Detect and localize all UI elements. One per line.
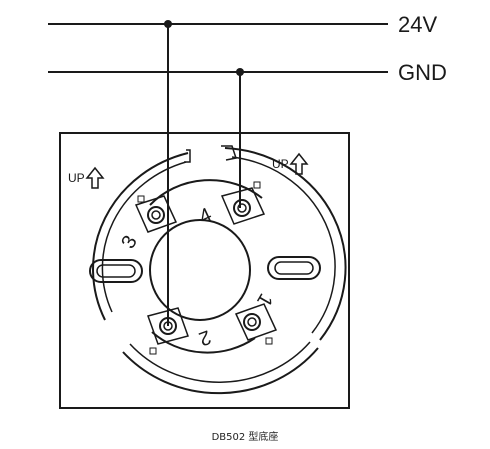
- center-hole: [149, 219, 251, 321]
- inner-ring-top: [149, 179, 263, 206]
- outer-ring-arc-bottom-inner: [129, 341, 311, 383]
- junction-dot-24v: [164, 20, 172, 28]
- up-label-left: UP: [68, 171, 85, 185]
- latch-tab-right: [221, 145, 237, 161]
- mount-slot-left: [89, 259, 143, 283]
- up-arrow-icon-left: [85, 166, 105, 189]
- up-label-right: UP: [272, 157, 289, 171]
- outer-ring-arc: [92, 152, 189, 321]
- terminal-4: [220, 181, 266, 225]
- outer-ring-arc-inner: [101, 161, 187, 313]
- label-24v: 24V: [398, 12, 437, 37]
- outer-ring-arc-right-inner: [231, 156, 336, 334]
- terminal-3: [134, 195, 178, 233]
- mount-slot-right: [267, 256, 321, 280]
- mount-slot-left-inner: [96, 264, 136, 278]
- outer-ring-arc-bottom: [122, 347, 319, 395]
- terminal-label-4: 4: [196, 204, 215, 229]
- terminal-1: [234, 303, 278, 345]
- outer-ring-arc-right: [224, 147, 347, 341]
- inner-ring-bottom: [151, 331, 256, 354]
- junction-dot-gnd: [236, 68, 244, 76]
- terminal-label-3: 3: [117, 232, 142, 253]
- label-gnd: GND: [398, 60, 447, 85]
- base-plate: [59, 132, 350, 409]
- up-arrow-icon-right: [289, 152, 309, 175]
- mount-slot-right-inner: [274, 261, 314, 275]
- terminal-label-2: 2: [196, 325, 214, 349]
- base-caption: DB502 型底座: [211, 432, 279, 443]
- latch-tab-left: [184, 149, 191, 163]
